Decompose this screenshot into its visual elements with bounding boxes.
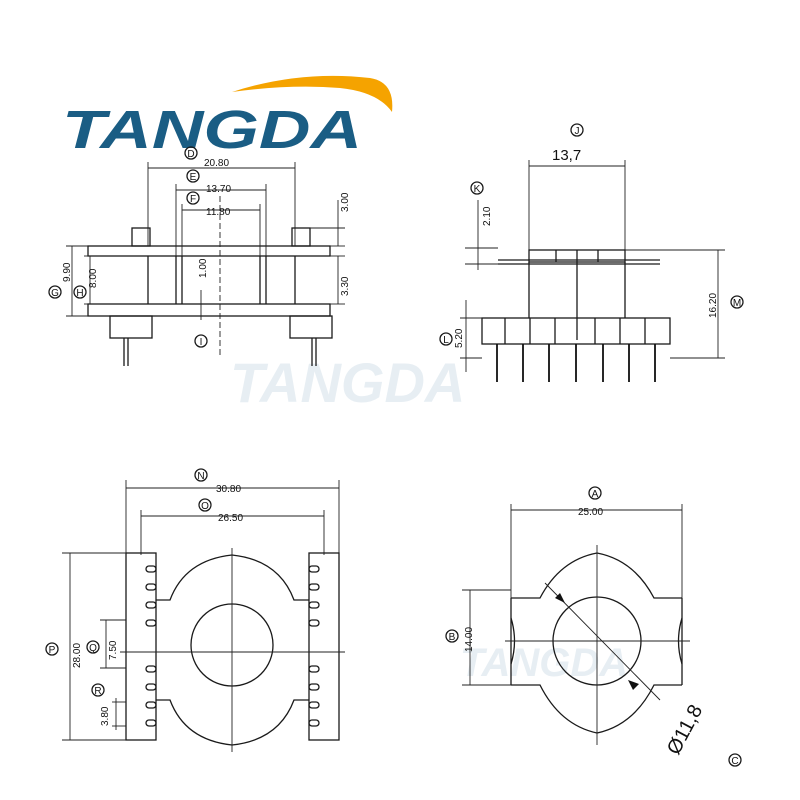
bobbin-bottom-outline [511,684,682,734]
watermark-bottom-right: TANGDA [460,641,628,685]
label-n: N [197,471,204,482]
dim-j-value: 13,7 [552,147,581,164]
label-e: E [190,172,197,183]
label-f: F [190,194,196,205]
front-view: 13,7 J 2.10 [439,123,744,382]
pin-block-right [289,315,333,339]
slots-right [308,565,320,727]
dim-h-value: 8.00 [88,268,99,288]
dim-g-value: 9.90 [62,262,73,282]
top-view-right: 25.00 A Ø11,8 C 14.00 B [445,486,742,767]
label-h: H [76,288,83,299]
dim-f-value: 11.80 [206,207,231,218]
label-m: M [733,298,741,309]
label-c: C [731,756,738,767]
dim-k-value: 2.10 [482,206,493,226]
label-p: P [49,645,56,656]
label-d: D [187,149,194,160]
dim-m-value: 16.20 [708,293,719,318]
dim-b-value: 14.00 [464,627,475,652]
dim-d-value: 20.80 [204,158,229,169]
dim-l-value: 5.20 [454,328,465,348]
dim-top-value: 3.00 [340,192,351,212]
top-view-left: 30.80 N 26.50 O [45,468,345,752]
left-flange [125,552,157,741]
bobbin-top-outline [511,552,682,599]
top-flange [87,245,331,257]
dim-e-value: 13.70 [206,184,231,195]
dim-p-value: 28.00 [72,643,83,668]
label-b: B [449,632,456,643]
dim-n-value: 30.80 [216,484,241,495]
front-pin-base [481,317,671,345]
label-l: L [443,335,449,346]
label-g: G [51,288,59,299]
logo-text: TANGDA [62,100,362,160]
front-pins [496,344,656,382]
pin-block-left [109,315,153,339]
dim-o-value: 26.50 [218,513,243,524]
slots-left [145,565,157,727]
side-view: 20.80 D 13.70 E 11.80 F 3.00 3.30 9.90 [48,146,351,366]
top-tab-right [291,227,311,247]
bottom-flange [87,303,331,317]
label-a: A [592,489,599,500]
label-i: I [200,337,203,348]
right-flange [308,552,340,741]
dim-i-value: 1.00 [198,258,209,278]
top-tab-left [131,227,151,247]
dim-r-value: 3.80 [100,706,111,726]
body-bottom-outline [156,699,309,746]
watermark-center: TANGDA [230,351,465,414]
label-k: K [474,184,481,195]
label-r: R [94,686,101,697]
logo-swoosh [232,75,393,112]
tangda-logo: TANGDA [62,75,393,160]
dim-c-value: Ø11,8 [663,701,707,758]
body-top-outline [156,554,309,601]
label-o: O [201,501,209,512]
dim-bottom-value: 3.30 [340,276,351,296]
dim-q-value: 7.50 [108,640,119,660]
dim-a-value: 25.00 [578,507,603,518]
label-q: Q [89,643,97,654]
label-j: J [575,126,580,137]
